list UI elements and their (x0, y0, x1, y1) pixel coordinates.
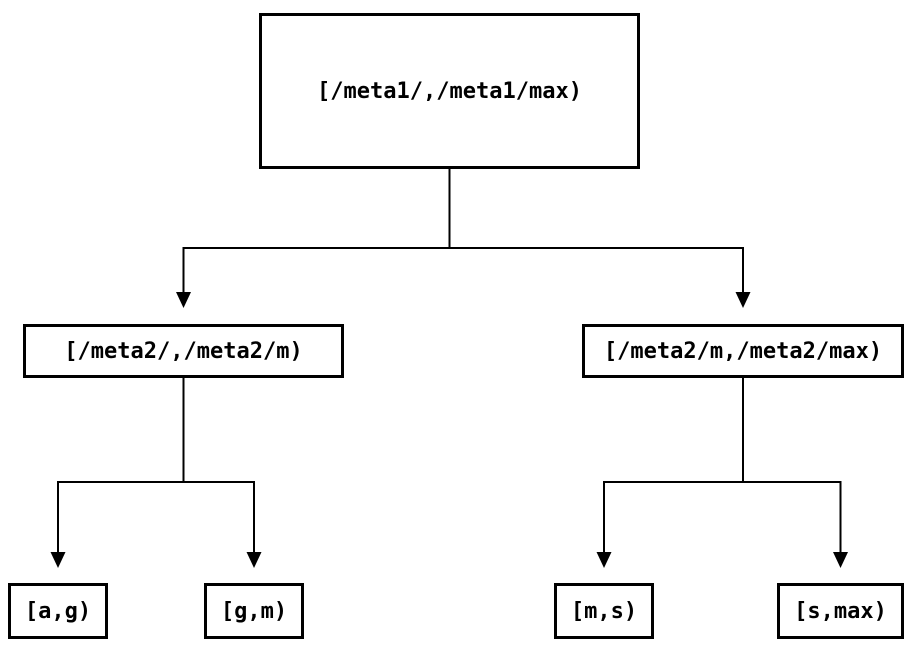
node-leaf-a-g: [a,g) (8, 583, 108, 639)
edge-meta2-high-stem (603, 378, 842, 553)
node-meta2-low-label: [/meta2/,/meta2/m) (64, 338, 303, 364)
arrowhead-to-meta2-low (176, 292, 191, 308)
arrowhead-to-leaf-m-s (596, 552, 612, 568)
edge-meta2-low-stem (57, 378, 255, 553)
arrowhead-to-leaf-a-g (50, 552, 66, 568)
node-leaf-g-m: [g,m) (204, 583, 304, 639)
node-leaf-a-g-label: [a,g) (24, 598, 92, 624)
arrowhead-to-leaf-s-max (833, 552, 848, 568)
node-meta2-low: [/meta2/,/meta2/m) (23, 324, 344, 378)
node-leaf-g-m-label: [g,m) (220, 598, 288, 624)
node-root-label: [/meta1/,/meta1/max) (317, 78, 582, 104)
node-root: [/meta1/,/meta1/max) (259, 13, 640, 169)
node-meta2-high: [/meta2/m,/meta2/max) (582, 324, 904, 378)
node-leaf-m-s-label: [m,s) (570, 598, 638, 624)
node-leaf-s-max-label: [s,max) (794, 598, 887, 624)
edge-root-stem (182, 169, 744, 293)
arrowhead-to-meta2-high (735, 292, 751, 308)
arrowhead-to-leaf-g-m (246, 552, 262, 568)
node-leaf-s-max: [s,max) (777, 583, 904, 639)
node-meta2-high-label: [/meta2/m,/meta2/max) (603, 338, 883, 364)
node-leaf-m-s: [m,s) (554, 583, 654, 639)
